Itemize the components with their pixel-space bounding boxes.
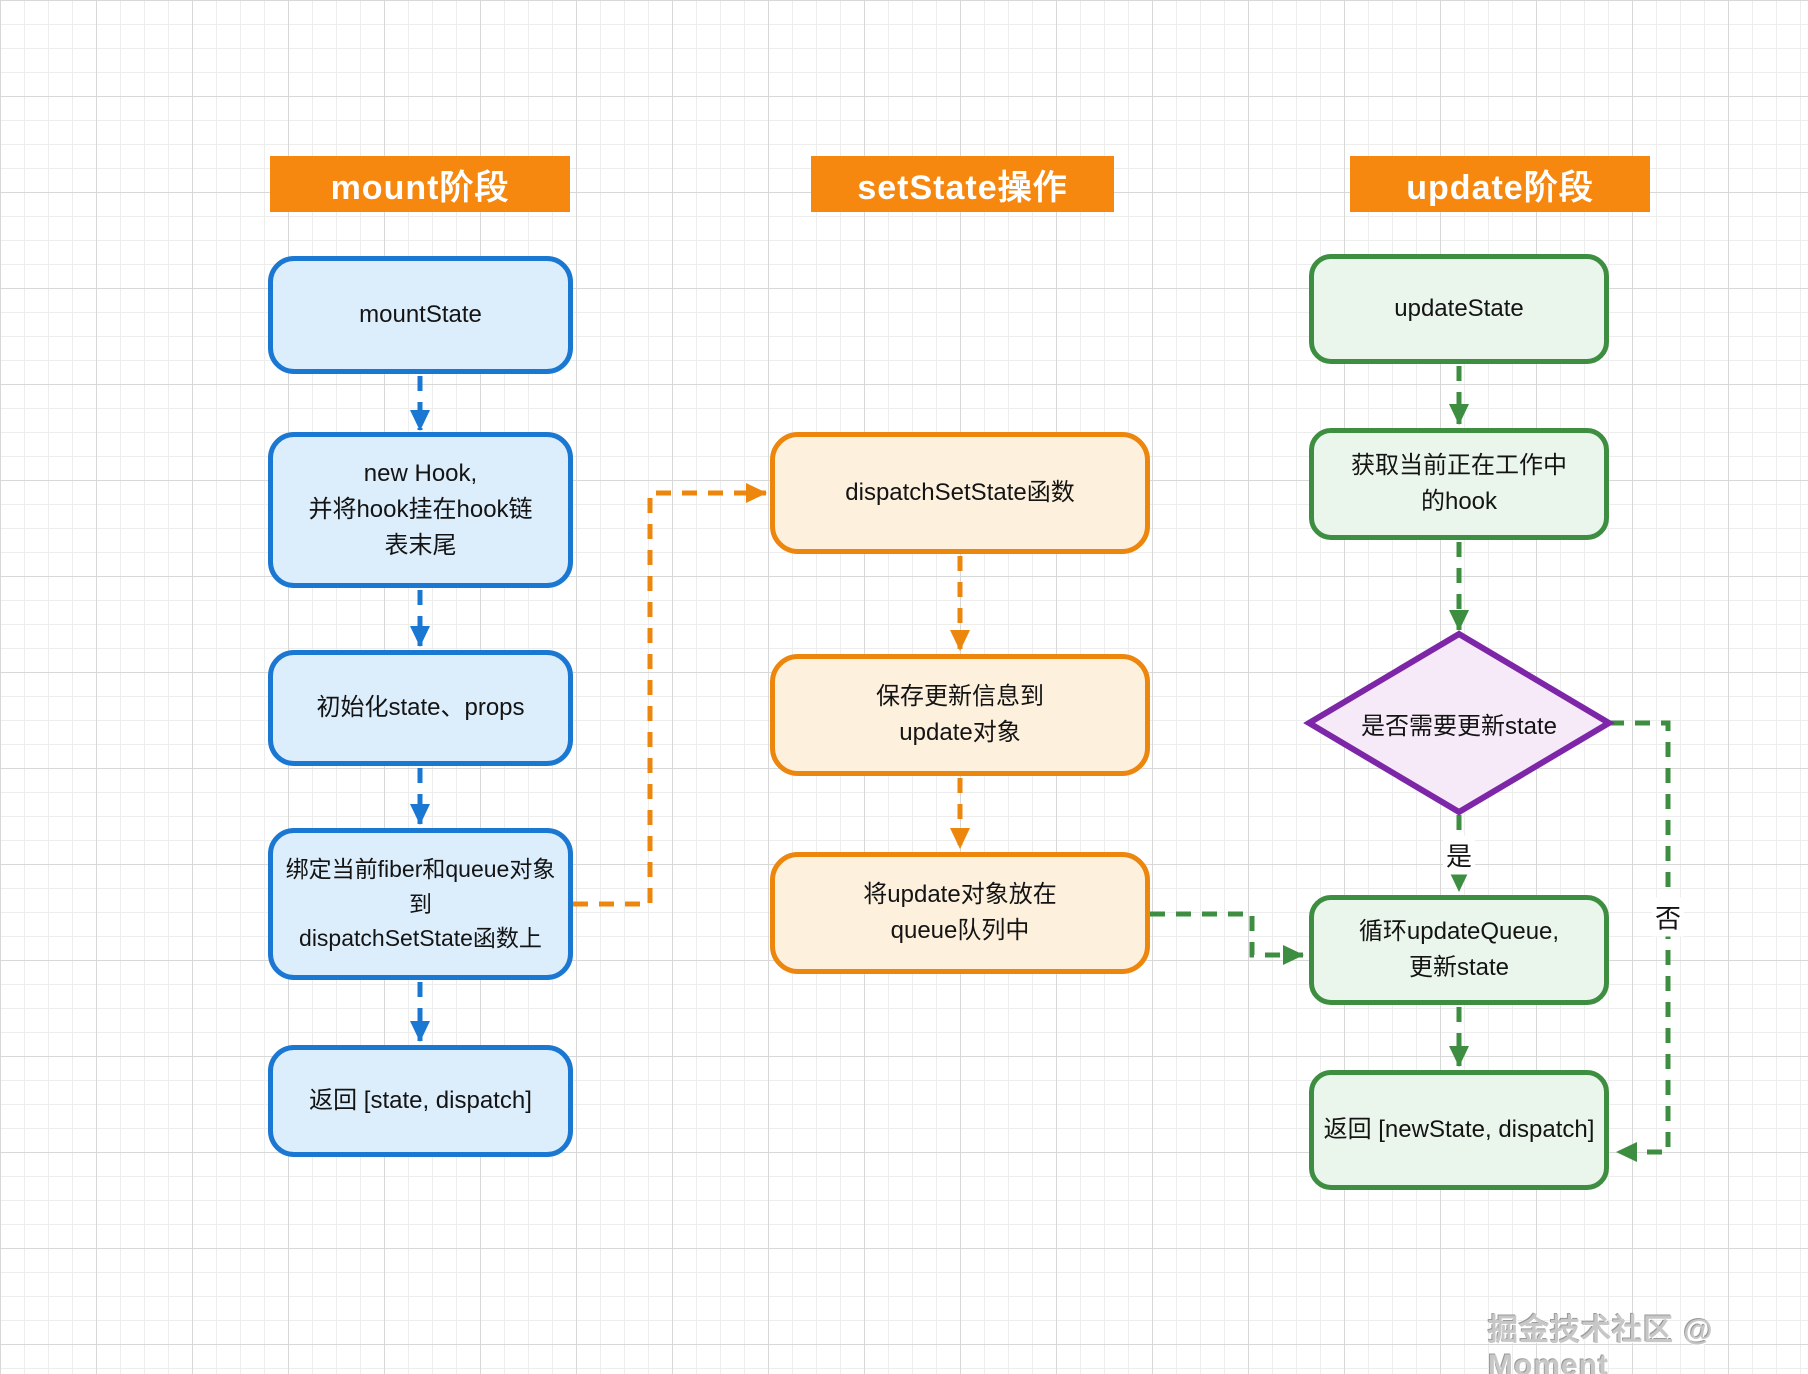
arrow-enqueue-to-loopqueue [1150, 911, 1304, 965]
decision-label: 是否需要更新state [1360, 712, 1558, 740]
decision-diamond-shape [1303, 630, 1615, 816]
column-header-mount: mount阶段 [270, 156, 570, 212]
arrow-bindfiber-to-dispatch [573, 483, 767, 907]
node-bind-fiber: 绑定当前fiber和queue对象 到 dispatchSetState函数上 [268, 828, 573, 980]
node-loop-update-queue: 循环updateQueue, 更新state [1309, 895, 1609, 1005]
arrow-decision-no-to-returnnew [1609, 720, 1671, 1162]
edge-label-yes: 是 [1442, 835, 1476, 875]
node-update-state: updateState [1309, 254, 1609, 364]
edge-label-no: 否 [1651, 897, 1685, 937]
column-header-update: update阶段 [1350, 156, 1650, 212]
node-save-update: 保存更新信息到 update对象 [770, 654, 1150, 776]
column-header-setstate: setState操作 [811, 156, 1114, 212]
node-new-hook: new Hook, 并将hook挂在hook链 表末尾 [268, 432, 573, 588]
node-return-new-state: 返回 [newState, dispatch] [1309, 1070, 1609, 1190]
decision-need-update: 是否需要更新state [1303, 628, 1615, 818]
node-get-current-hook: 获取当前正在工作中 的hook [1309, 428, 1609, 540]
node-init-state: 初始化state、props [268, 650, 573, 766]
watermark: 掘金技术社区 @ Moment [1488, 1314, 1714, 1374]
node-return-state-dispatch: 返回 [state, dispatch] [268, 1045, 573, 1157]
node-mount-state: mountState [268, 256, 573, 374]
node-dispatch-set-state: dispatchSetState函数 [770, 432, 1150, 554]
node-enqueue-update: 将update对象放在 queue队列中 [770, 852, 1150, 974]
